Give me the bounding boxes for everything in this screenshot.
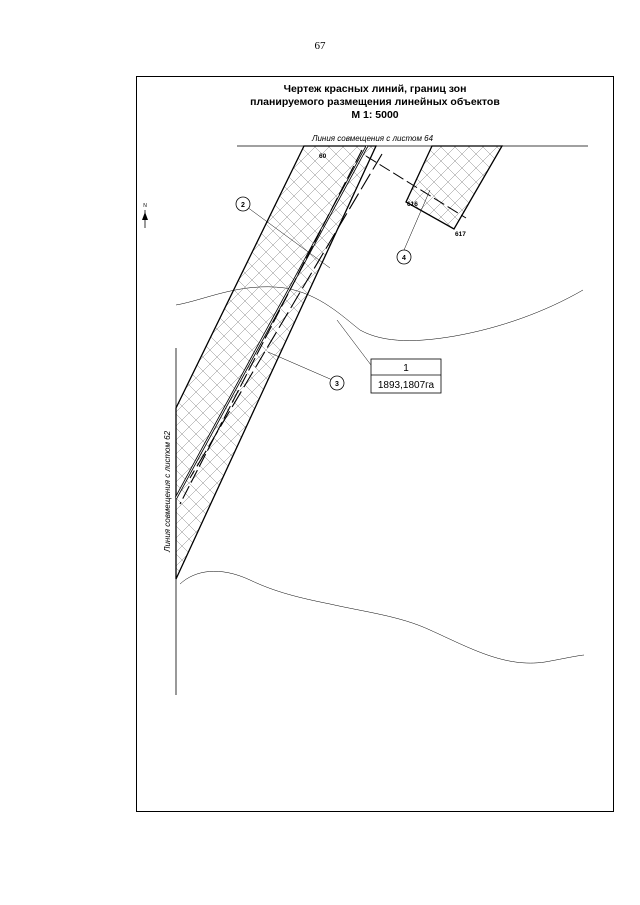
dashed-boundary-line [365, 155, 467, 219]
leader-line [267, 351, 338, 383]
zone-number: 1 [403, 363, 409, 374]
planned-zone-corridor [175, 145, 378, 580]
marker-circle-3 [329, 375, 345, 391]
leader-line [336, 319, 375, 370]
drawing-title-line-2: планируемого размещения линейных объекто… [250, 96, 500, 108]
leader-line [246, 206, 331, 269]
page-number: 67 [314, 40, 326, 52]
match-line-left-label: Линия совмещения с листом 62 [163, 430, 172, 553]
contour-line [179, 571, 585, 664]
match-line-top-label: Линия совмещения с листом 64 [311, 134, 434, 143]
drawing-sheet: Чертеж красных линий, границ зон планиру… [136, 76, 614, 812]
zone-area: 1893,1807га [378, 380, 435, 391]
drawing-scale: М 1: 5000 [351, 109, 399, 121]
point-label: 616 [407, 201, 418, 208]
marker-circle-2 [235, 196, 251, 212]
drawing-title-line-1: Чертеж красных линий, границ зон [283, 83, 467, 95]
marker-circle-4 [396, 249, 412, 265]
point-label: 617 [455, 231, 466, 238]
marker-label: 3 [335, 381, 339, 388]
planned-zone-rectangle [405, 145, 504, 230]
existing-linear-object-inner [175, 145, 368, 499]
marker-label: 4 [402, 255, 406, 262]
leader-line [403, 189, 431, 251]
point-label: 60 [319, 153, 327, 160]
dashed-axis-line [179, 149, 363, 505]
dashed-axis-line [189, 153, 383, 479]
zone-info-box: 1 1893,1807га [370, 358, 442, 394]
north-label: N [143, 203, 147, 209]
north-arrow-icon: N [142, 203, 148, 228]
marker-label: 2 [241, 202, 245, 209]
